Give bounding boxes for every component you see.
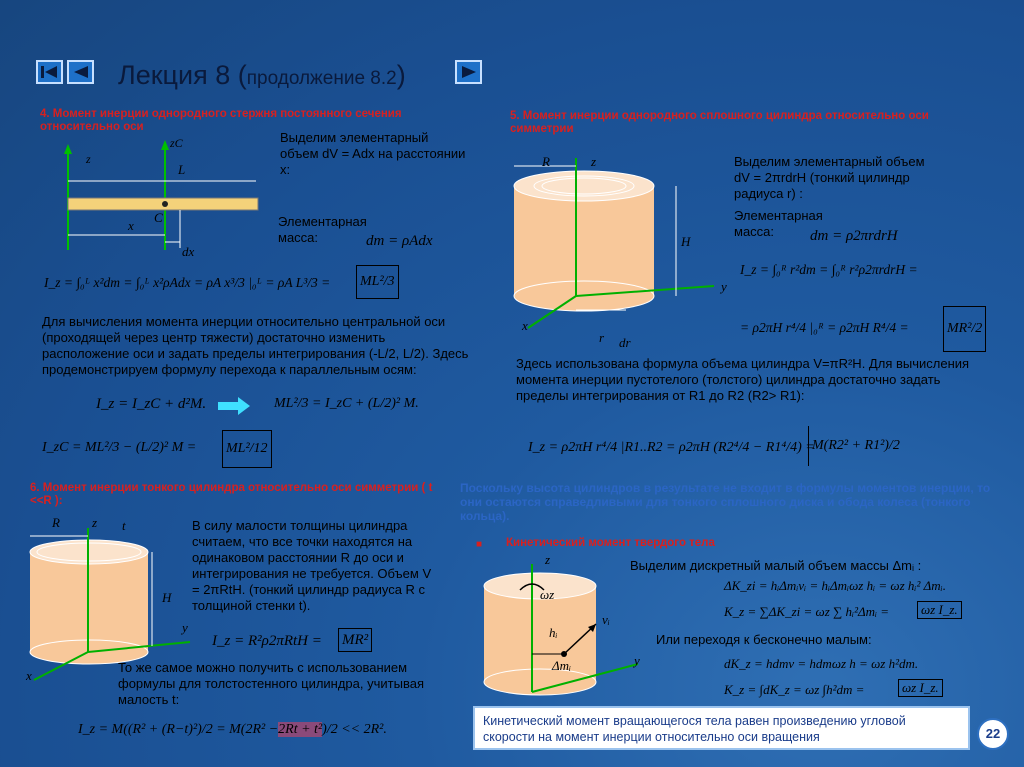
section-5-result: MR²/2 [943,306,987,352]
rod-dx-label: dx [182,244,195,259]
kinetic-formula-1: ΔK_zi = hᵢΔmᵢvᵢ = hᵢΔmᵢωz hᵢ = ωz hᵢ² Δm… [724,578,946,593]
section-6-text2: То же самое можно получить с использован… [118,660,424,707]
steiner-formula-2: ML²/3 = I_zC + (L/2)² M. [274,396,419,411]
section-4-integral: I_z = ∫₀ᴸ x²dm = ∫₀ᴸ x²ρAdx = ρA x³/3 |₀… [44,275,331,290]
rod-center-label: C [154,210,163,225]
prev-slide-button[interactable] [67,60,94,84]
kinetic-formula-2: K_z = ∑ΔK_zi = ωz ∑ hᵢ²Δmᵢ = [724,604,890,619]
rod-zc-label: zC [170,136,183,150]
kinetic-formula-3: dK_z = hdmv = hdmωz h = ωz h²dm. [724,656,919,671]
cyl5-y-label: y [721,279,727,294]
kin-z-label: z [545,552,551,567]
small-term-highlight: 2Rt + t² [278,722,323,737]
rigid-body-diagram [483,564,639,696]
rod-length-label: L [178,162,186,177]
izc-formula: I_zC = ML²/3 − (L/2)² M = [42,440,197,455]
kinetic-bullet: ■ [476,539,483,550]
page-number: 22 [977,718,1009,750]
kin-velocity-label: vᵢ [602,612,610,627]
section-5-heading: 5. Момент инерции однородного сплошного … [510,110,929,135]
steiner-formula: I_z = I_zC + d²M. [96,396,207,412]
prev-triangle-icon [74,66,88,78]
cyl5-r-label: R [542,154,550,169]
conclusion-box: Кинетический момент вращающегося тела ра… [473,706,970,750]
kinetic-formula-4: K_z = ∫dK_z = ωz ∫h²dm = [724,682,865,697]
cyl6-r-label: R [52,515,60,530]
section-5-paragraph: Здесь использована формула объема цилинд… [516,356,970,403]
section-5-text2: Элементарная масса: [734,208,823,239]
cyl5-h-label: H [681,234,691,249]
cyl6-h-label: H [162,590,172,605]
kinetic-text2: Или переходя к бесконечно малым: [656,632,872,647]
section-4-text2: Элементарная масса: [278,214,367,245]
cyl6-z-label: z [92,515,98,530]
cyl5-dr-label: dr [619,335,631,350]
cyl5-z-label: z [591,154,597,169]
solid-cylinder-diagram [513,158,715,329]
hollow-cylinder-result: M(R2² + R1²)/2 [808,426,900,466]
cyl5-x-label: x [522,318,528,333]
section-4-result: ML²/3 [356,265,399,299]
section-6-result: MR² [338,628,373,652]
izc-result: ML²/12 [222,430,272,468]
section-4-paragraph: Для вычисления момента инерции относител… [42,314,469,377]
cyl6-y-label: y [182,620,188,635]
kinetic-formula-4-result: ωz I_z. [898,679,943,697]
hollow-cylinder-formula: I_z = ρ2πH r⁴/4 |R1..R2 = ρ2πH (R2⁴/4 − … [528,440,815,455]
cyl6-t-label: t [122,518,126,533]
cyl5-small-r-label: r [599,330,605,345]
first-slide-button[interactable] [36,60,63,84]
section-5-dm-formula: dm = ρ2πrdrH [810,228,898,244]
height-independence-note: Поскольку высота цилиндров в результате … [460,481,991,523]
section-6-formula: I_z = R²ρ2πRtH = [212,633,322,649]
kin-dm-label: Δmᵢ [552,658,572,673]
section-4-heading: 4. Момент инерции однородного стержня по… [40,108,402,133]
thin-cylinder-diagram [29,528,191,681]
kinetic-text1: Выделим дискретный малый объем массы Δmᵢ… [630,558,922,573]
section-5-integral: I_z = ∫₀ᴿ r²dm = ∫₀ᴿ r²ρ2πrdrH = [740,262,918,277]
section-6-text1: В силу малости толщины цилиндра считаем,… [192,518,432,613]
section-4-text1: Выделим элементарный объем dV = Adx на р… [280,130,466,177]
thick-wall-formula: I_z = M((R² + (R−t)²)/2 = M(2R² −2Rt + t… [78,722,387,737]
section-6-heading: 6. Момент инерции тонкого цилиндра относ… [30,482,433,507]
kin-y-label: y [634,653,640,668]
section-4-dm-formula: dm = ρAdx [366,233,433,249]
kinetic-heading: Кинетический момент твердого тела [506,537,715,549]
arrow-right-icon [218,397,250,415]
cyl6-x-label: x [26,668,32,683]
kinetic-formula-2-result: ωz I_z. [917,601,962,619]
section-5-integral-2: = ρ2πH r⁴/4 |₀ᴿ = ρ2πH R⁴/4 = [740,320,909,335]
skip-to-first-icon [41,66,57,78]
section-5-text1: Выделим элементарный объем dV = 2πrdrH (… [734,154,925,201]
page-title: Лекция 8 (продолжение 8.2) [118,60,406,90]
rod-z-label: z [86,152,91,166]
next-slide-button[interactable] [455,60,482,84]
next-triangle-icon [462,66,476,78]
rod-x-label: x [128,218,134,233]
kin-omega-label: ωz [540,587,555,602]
rod-diagram [64,140,259,250]
kin-h-label: hᵢ [549,625,558,640]
